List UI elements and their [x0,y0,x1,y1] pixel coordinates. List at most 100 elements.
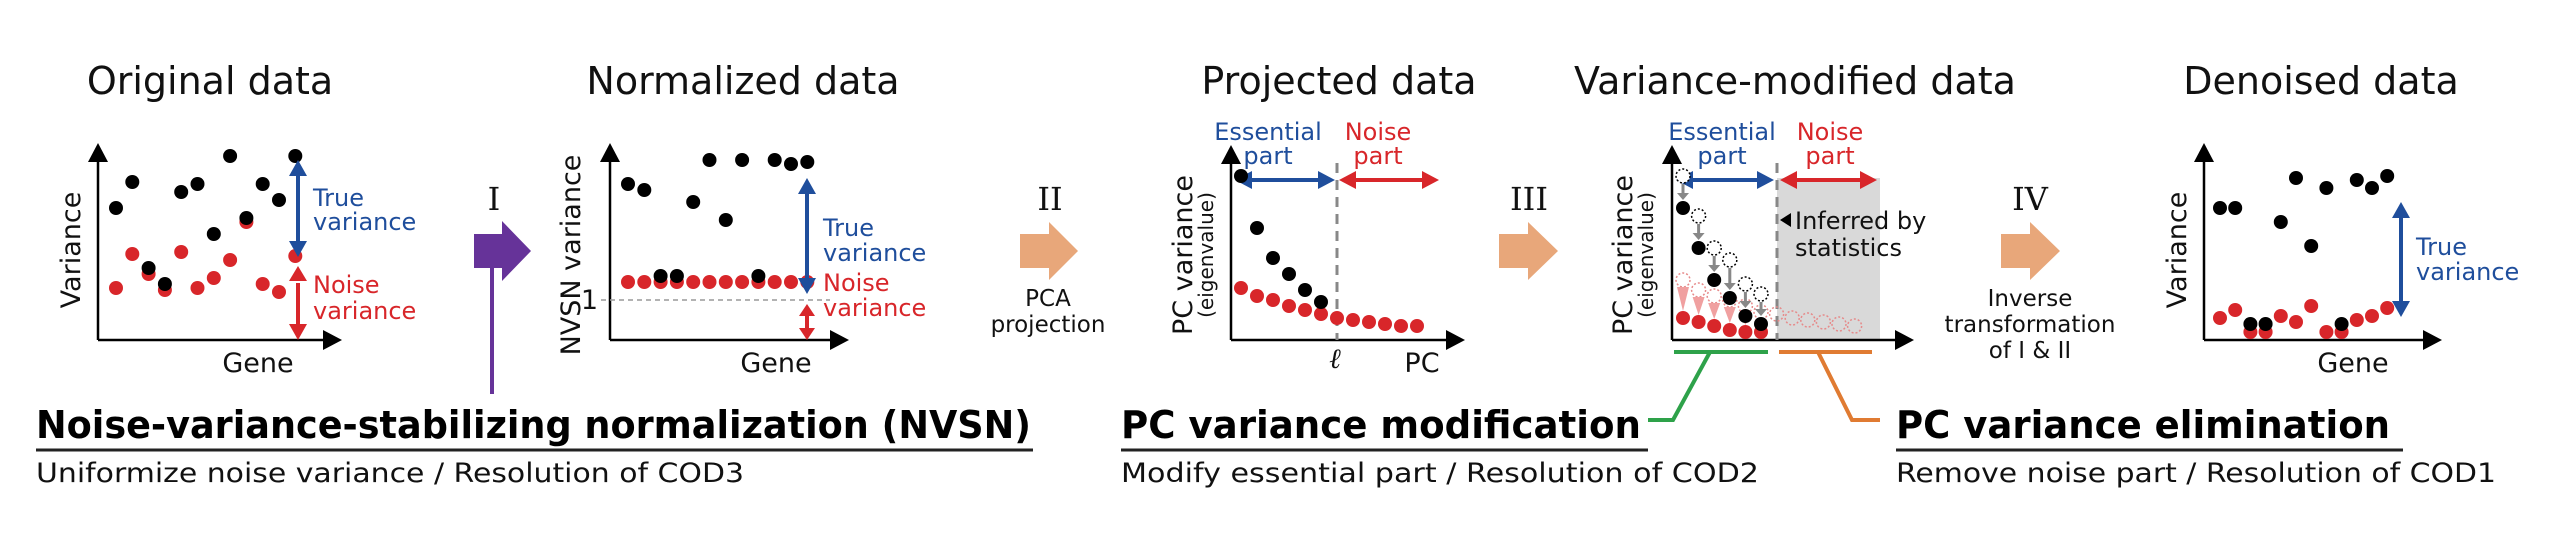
step-ii: II PCA projection [991,180,1106,338]
gene-point [223,149,238,163]
gene-point [735,153,750,167]
method-nvsn-description: Uniformize noise variance / Resolution o… [36,458,744,489]
modified-noise-point [1722,323,1737,337]
modification-connector [1648,351,1712,422]
plot-normalized: NVSN variance 1 Gene True variance Noise… [556,143,926,379]
noise-variance-label: Noise [823,269,890,297]
noise-point [1250,289,1264,303]
essential-part-label: Essential [1214,118,1322,146]
noise-point [255,277,270,291]
noise-point [109,281,123,295]
inferred-label-2: statistics [1795,234,1902,262]
noise-point [2289,315,2303,329]
noise-point [272,285,286,299]
method-elimination: PC variance elimination Remove noise par… [1896,403,2496,489]
true-variance-label-2: variance [313,208,416,236]
gene-point [751,269,766,283]
gene-point [2349,173,2364,187]
noise-point [2365,309,2379,323]
shrink-arrow-icon [1708,256,1721,272]
noise-point [1314,307,1328,321]
shrink-arrow-icon [1692,297,1705,315]
gene-point [255,177,270,191]
axes [1221,145,1465,350]
tick-one-label: 1 [581,285,598,316]
x-axis-label: PC [1404,348,1439,379]
noise-part-label: Noise [1345,118,1412,146]
gene-point [1298,283,1312,297]
y-axis-label: Variance [56,192,87,309]
step-ii-text-1: PCA [1025,286,1071,312]
true-variance-label-2: variance [823,239,926,267]
original-pc-point-ghost [1753,286,1769,302]
plot-original: Variance Gene True variance Noise varian… [56,143,416,379]
y-axis-sublabel: (eigenvalue) [1194,192,1218,318]
true-variance-label: True [2415,233,2467,261]
plot-variance-modified: PC variance (eigenvalue) Essential part … [1608,118,1926,422]
noise-point [125,247,140,261]
gene-point [2334,317,2349,331]
noise-point [718,275,733,289]
shrink-arrow-icon [1677,184,1689,200]
gene-point [190,177,205,191]
noise-point [1362,315,1376,329]
x-axis-arrow-icon [1446,330,1465,350]
axes [2194,143,2442,350]
modified-pc-point [1754,317,1768,331]
method-modification: PC variance modification Modify essentia… [1121,403,1759,489]
purple-arrow-icon [474,221,531,281]
y-axis-arrow-icon [1221,145,1241,164]
modified-pc-point [1676,201,1690,215]
gene-point [109,201,123,215]
title-normalized: Normalized data [586,59,899,103]
method-elimination-heading: PC variance elimination [1896,403,2390,447]
elimination-connector [1816,351,1880,422]
gene-point [702,153,717,167]
y-axis-label: Variance [2162,192,2193,309]
noise-point [1234,281,1248,295]
noise-point [1346,313,1360,327]
original-pc-point-ghost [1675,168,1691,184]
step-iii: III [1499,180,1558,280]
gene-point [2243,317,2258,331]
noise-point [2304,299,2319,313]
gene-point [1266,251,1280,265]
y-axis-label: NVSN variance [556,155,587,356]
original-noise-point-ghost [1784,310,1800,326]
noise-part-label-2: part [1805,142,1854,170]
gene-point [621,177,635,191]
gene-point [2380,169,2395,183]
modified-noise-point [1676,311,1690,325]
noise-point [2349,313,2364,327]
original-noise-point-ghost [1768,306,1785,322]
noise-point [621,275,635,289]
gene-point [206,227,221,241]
noise-variance-label-2: variance [313,297,416,325]
true-variance-arrow [2392,202,2410,317]
x-axis-label: Gene [740,348,811,379]
gene-point [1234,169,1248,183]
y-axis-arrow-icon [88,143,108,162]
noise-point [1330,311,1344,325]
y-axis-label: PC variance [1168,175,1199,335]
noise-variance-arrow [799,304,815,340]
original-noise-point-ghost [1831,316,1847,332]
gene-point [784,157,798,171]
gene-point [1250,221,1264,235]
x-axis-label: Gene [222,348,293,379]
inferred-label: Inferred by [1795,207,1926,235]
step-iv-text-2: transformation [1945,312,2116,338]
method-elimination-description: Remove noise part / Resolution of COD1 [1896,458,2496,489]
gene-point [653,269,668,283]
modified-noise-point [1691,315,1706,329]
method-nvsn: Noise-variance-stabilizing normalization… [36,403,1033,489]
true-variance-label: True [312,184,364,212]
shrink-arrow-icon [1692,224,1705,240]
noise-point [190,281,205,295]
noise-point [637,275,652,289]
gene-point [1282,267,1296,281]
gene-point [125,175,140,189]
noise-point [1378,317,1392,331]
step-ii-text-2: projection [991,312,1106,338]
